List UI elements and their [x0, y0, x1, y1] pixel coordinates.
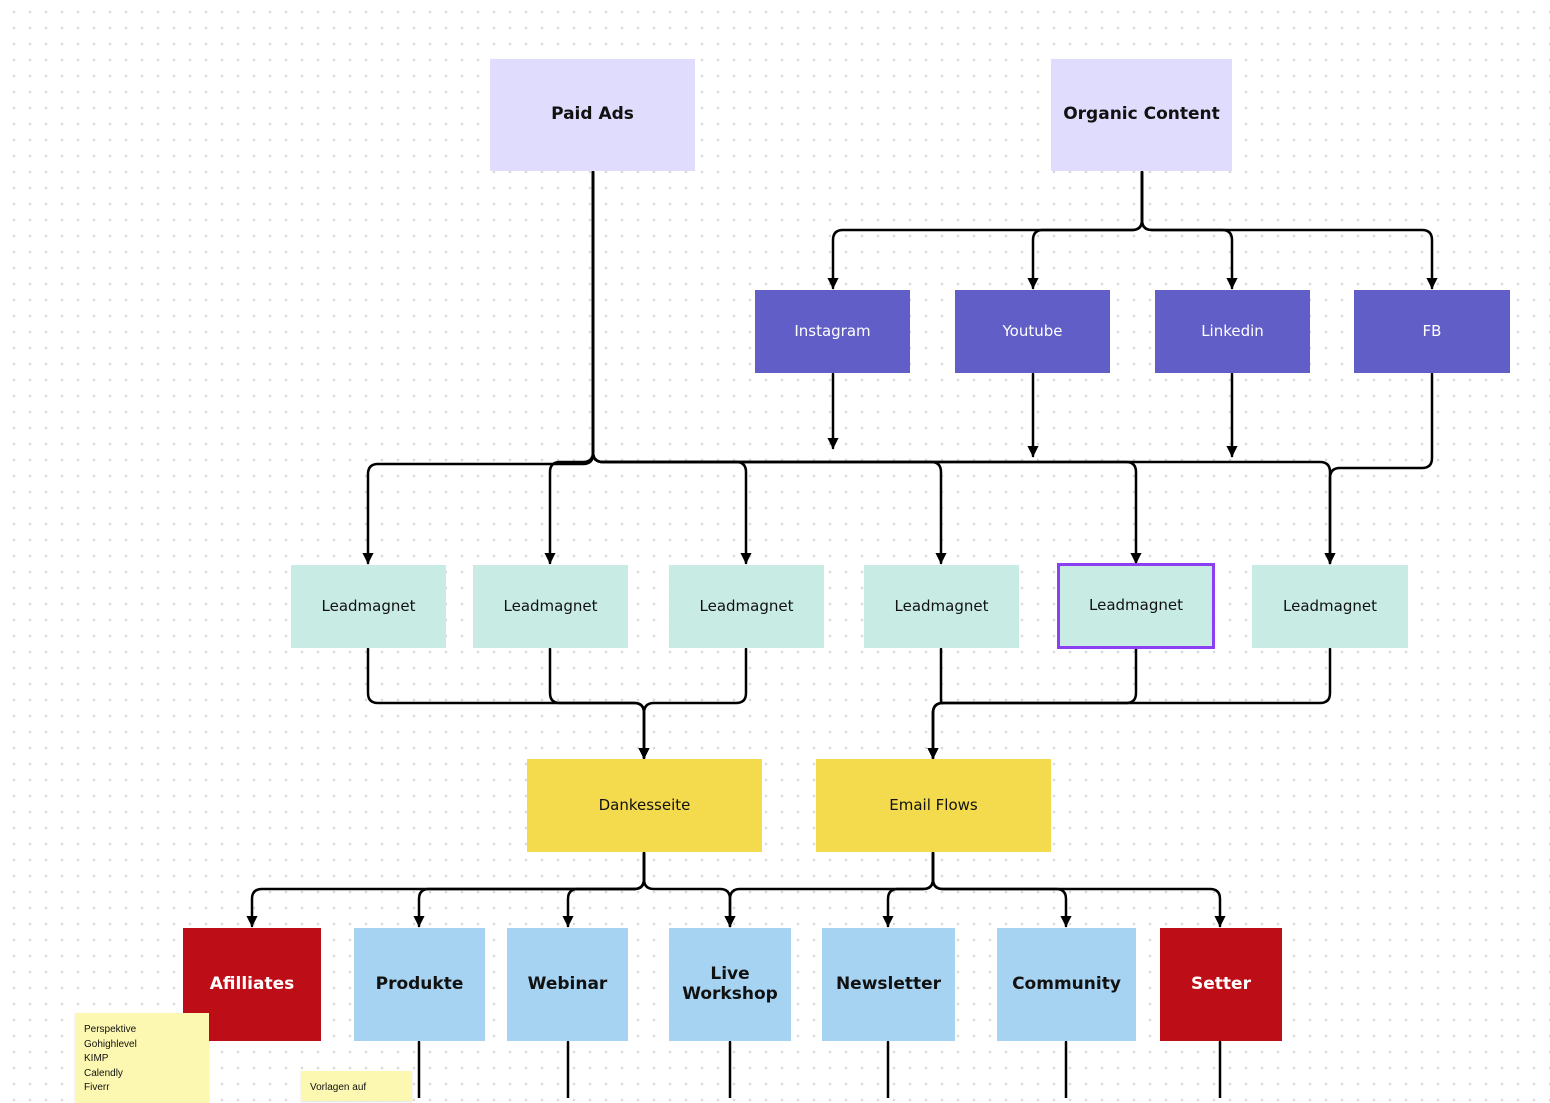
- sticky-note-line: Perspektive: [84, 1024, 137, 1035]
- sticky-note-line: Fiverr: [84, 1082, 110, 1093]
- community-label: Community: [1012, 973, 1121, 994]
- leadmagnet-label: Leadmagnet: [1283, 596, 1377, 615]
- webinar-node[interactable]: Webinar: [507, 928, 628, 1041]
- leadmagnet-node-2[interactable]: Leadmagnet: [473, 565, 628, 648]
- community-node[interactable]: Community: [997, 928, 1136, 1041]
- live-workshop-label: Live Workshop: [682, 963, 778, 1004]
- channel-label: Linkedin: [1201, 321, 1264, 340]
- leadmagnet-node-1[interactable]: Leadmagnet: [291, 565, 446, 648]
- dankesseite-label: Dankesseite: [598, 795, 691, 814]
- newsletter-label: Newsletter: [835, 973, 942, 994]
- connector-paid-lead2: [544, 170, 595, 565]
- sticky-note-line: Vorlagen auf: [310, 1082, 367, 1093]
- sticky-note-vorlagen[interactable]: Vorlagen auf: [301, 1071, 412, 1101]
- connector-emailflows-newsletter: [882, 851, 935, 928]
- dankesseite-node[interactable]: Dankesseite: [527, 759, 762, 852]
- produkte-node[interactable]: Produkte: [354, 928, 485, 1041]
- leadmagnet-label: Leadmagnet: [503, 596, 598, 615]
- connector-dankesseite-workshop: [642, 851, 736, 928]
- leadmagnet-label: Leadmagnet: [699, 596, 794, 615]
- leadmagnet-label: Leadmagnet: [1089, 596, 1183, 615]
- connector-organic-fb: [1140, 170, 1438, 290]
- sticky-note-tools[interactable]: Perspektive Gohighlevel KIMP Calendly Fi…: [75, 1013, 209, 1103]
- organic-content-label: Organic Content: [1063, 104, 1220, 125]
- leadmagnet-label: Leadmagnet: [321, 596, 416, 615]
- connector-emailflows-setter: [931, 851, 1226, 928]
- connector-fb-leadmagnet6: [1324, 372, 1434, 565]
- channel-youtube-node[interactable]: Youtube: [955, 290, 1110, 373]
- organic-content-node[interactable]: Organic Content: [1051, 59, 1232, 171]
- connector-lead6-emailflows: [927, 647, 1332, 760]
- connector-paid-lead3: [591, 170, 752, 565]
- connector-organic-youtube: [1027, 170, 1144, 290]
- paid-ads-label: Paid Ads: [551, 104, 634, 125]
- channel-label: FB: [1422, 321, 1442, 340]
- connector-lead3-dankesseite: [638, 647, 748, 760]
- setter-node[interactable]: Setter: [1160, 928, 1282, 1041]
- connector-dankesseite-webinar: [562, 851, 646, 928]
- produkte-label: Produkte: [375, 973, 464, 994]
- connector-paid-lead6: [591, 170, 1336, 565]
- connector-paid-lead1: [362, 170, 595, 565]
- channel-linkedin-node[interactable]: Linkedin: [1155, 290, 1310, 373]
- channel-label: Youtube: [1002, 321, 1063, 340]
- leadmagnet-node-5-selected[interactable]: Leadmagnet: [1057, 563, 1215, 649]
- channel-instagram-node[interactable]: Instagram: [755, 290, 910, 373]
- sticky-note-line: KIMP: [84, 1053, 109, 1064]
- paid-ads-node[interactable]: Paid Ads: [490, 59, 695, 171]
- leadmagnet-node-4[interactable]: Leadmagnet: [864, 565, 1019, 648]
- sticky-note-line: Calendly: [84, 1067, 123, 1079]
- sticky-note-line: Gohighlevel: [84, 1038, 137, 1050]
- connector-lead2-dankesseite: [548, 647, 650, 760]
- newsletter-node[interactable]: Newsletter: [822, 928, 955, 1041]
- channel-label: Instagram: [794, 321, 871, 340]
- afilliates-label: Afilliates: [209, 973, 295, 994]
- email-flows-node[interactable]: Email Flows: [816, 759, 1051, 852]
- email-flows-label: Email Flows: [889, 795, 978, 814]
- channel-fb-node[interactable]: FB: [1354, 290, 1510, 373]
- leadmagnet-label: Leadmagnet: [894, 596, 989, 615]
- webinar-label: Webinar: [527, 973, 608, 994]
- leadmagnet-node-6[interactable]: Leadmagnet: [1252, 565, 1408, 648]
- live-workshop-node[interactable]: Live Workshop: [669, 928, 791, 1041]
- setter-label: Setter: [1191, 973, 1251, 994]
- leadmagnet-node-3[interactable]: Leadmagnet: [669, 565, 824, 648]
